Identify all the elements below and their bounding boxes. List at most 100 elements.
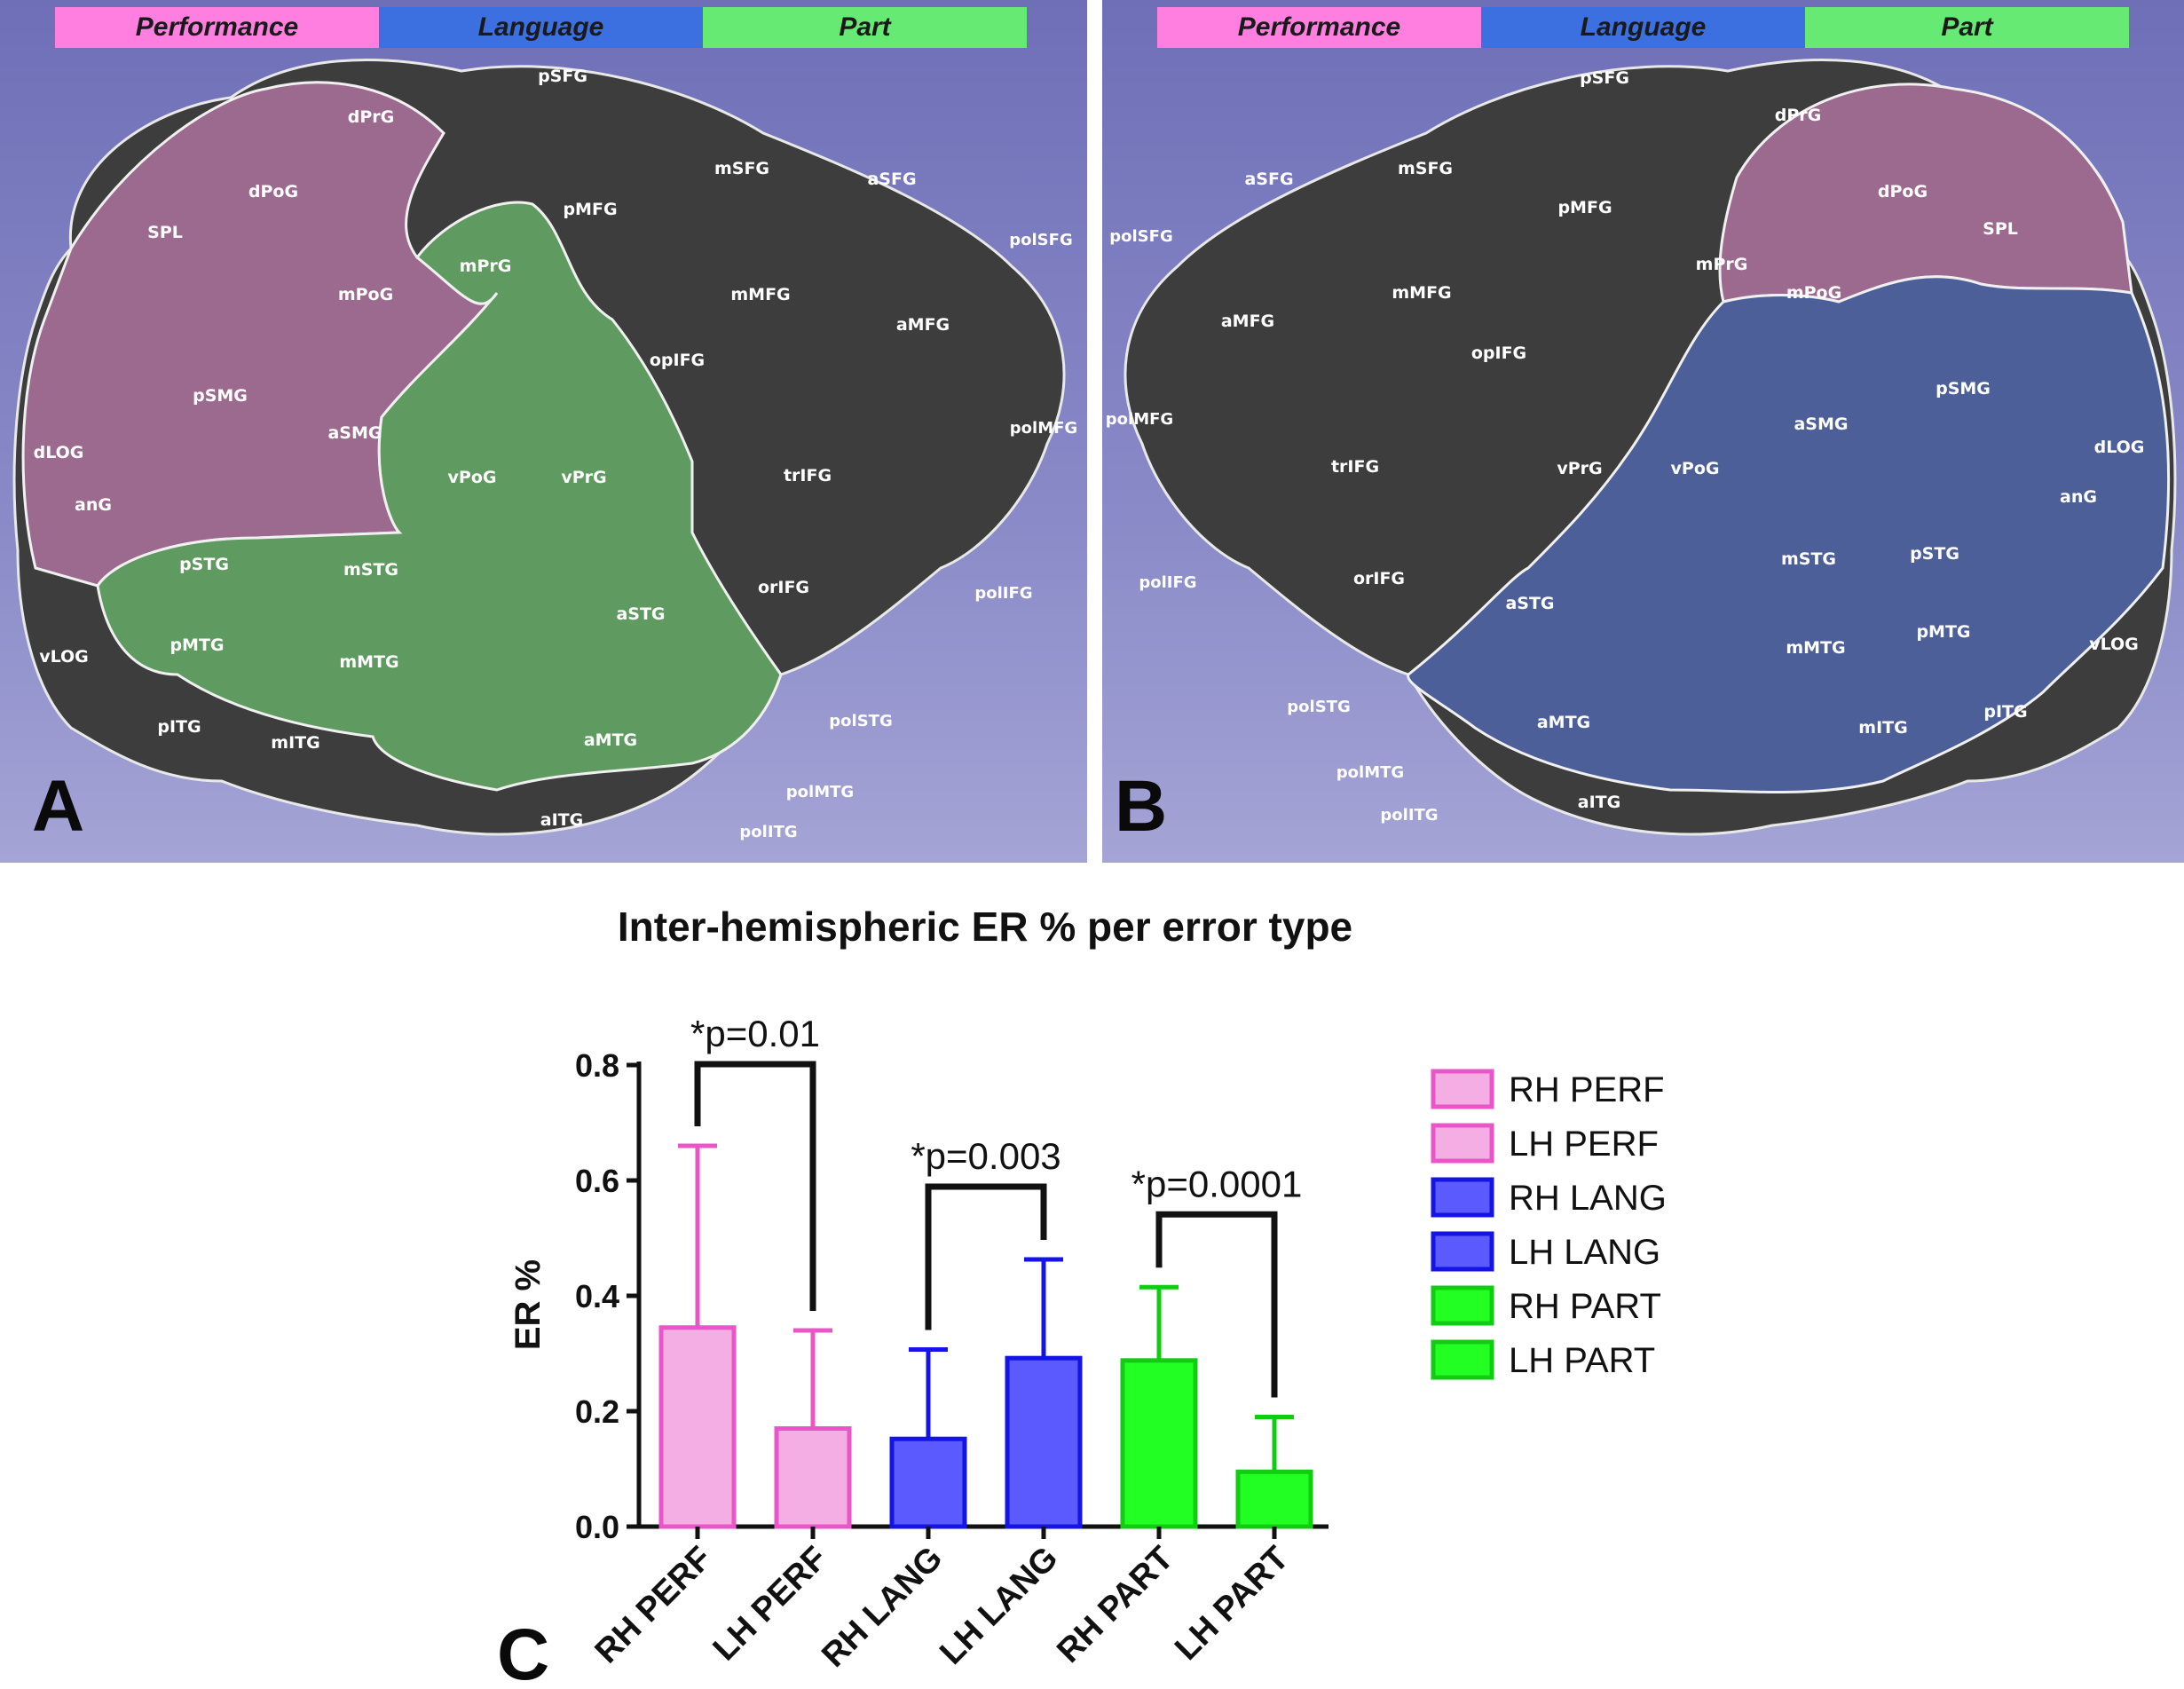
region-label-asmg: aSMG xyxy=(327,423,382,443)
significance-bracket xyxy=(694,1061,816,1311)
region-label-pstg: pSTG xyxy=(1910,544,1959,564)
region-label-vprg: vPrG xyxy=(561,468,606,487)
region-label-asfg: aSFG xyxy=(867,170,916,189)
region-label-spl: SPL xyxy=(1983,219,2018,239)
p-value-label: *p=0.003 xyxy=(911,1135,1060,1177)
region-label-pmfg: pMFG xyxy=(563,200,617,219)
x-tick-label: RH LANG xyxy=(815,1540,950,1675)
legend-label: RH LANG xyxy=(1509,1179,1667,1218)
region-label-mitg: mITG xyxy=(1858,718,1907,738)
region-label-trifg: trIFG xyxy=(1331,457,1379,477)
significance-brackets: *p=0.01*p=0.003*p=0.0001 xyxy=(690,1013,1302,1398)
outside-label-polmtg: polMTG xyxy=(1336,763,1404,782)
region-label-psfg: pSFG xyxy=(538,67,587,86)
y-tick-label: 0.0 xyxy=(575,1509,619,1545)
chart-axes: 0.0 0.2 0.4 0.6 0.8 xyxy=(575,1047,1329,1545)
bar-chart: Inter-hemispheric ER % per error type ER… xyxy=(497,904,1667,1689)
region-label-psmg: pSMG xyxy=(193,386,248,406)
y-axis-label: ER % xyxy=(509,1259,548,1350)
bar-lh-lang xyxy=(1005,1355,1083,1529)
outside-label-politg: polITG xyxy=(739,823,797,841)
outside-label-polsfg: polSFG xyxy=(1009,231,1072,249)
y-tick-label: 0.2 xyxy=(575,1393,619,1430)
region-label-pitg: pITG xyxy=(157,717,201,737)
region-label-pmtg: pMTG xyxy=(1916,622,1970,642)
region-label-amtg: aMTG xyxy=(584,730,637,750)
outside-label-polstg: polSTG xyxy=(1287,698,1350,716)
region-label-vlog: vLOG xyxy=(2089,635,2139,654)
part-region-a xyxy=(96,201,783,792)
region-label-mmtg: mMTG xyxy=(339,652,398,672)
x-tick-label: LH LANG xyxy=(933,1540,1065,1672)
region-label-dprg: dPrG xyxy=(1775,106,1822,125)
region-label-msfg: mSFG xyxy=(714,159,769,178)
category-legend-bar: Performance Language Part xyxy=(55,7,1027,48)
significance-bracket xyxy=(1155,1211,1278,1398)
y-tick-label: 0.6 xyxy=(575,1163,619,1199)
region-label-pmtg: pMTG xyxy=(170,635,224,655)
region-label-amtg: aMTG xyxy=(1537,713,1590,732)
region-label-dpog: dPoG xyxy=(1878,182,1928,201)
region-label-ang: anG xyxy=(2060,487,2097,507)
region-label-mpog: mPoG xyxy=(338,285,393,304)
region-label-opifg: opIFG xyxy=(650,351,705,370)
region-label-pitg: pITG xyxy=(1983,702,2027,722)
region-label-msfg: mSFG xyxy=(1398,159,1453,178)
region-label-psmg: pSMG xyxy=(1936,379,1991,399)
region-label-dprg: dPrG xyxy=(348,107,395,127)
category-legend-bar: Performance Language Part xyxy=(1157,7,2129,48)
bar-rh-part xyxy=(1120,1358,1198,1529)
outside-label-polsfg: polSFG xyxy=(1109,227,1172,246)
region-label-aitg: aITG xyxy=(540,810,583,830)
outside-label-polmtg: polMTG xyxy=(786,783,854,801)
outside-label-polifg: polIFG xyxy=(1139,573,1196,592)
y-tick-label: 0.8 xyxy=(575,1047,619,1084)
region-label-spl: SPL xyxy=(147,223,183,242)
outside-label-politg: polITG xyxy=(1380,806,1438,825)
legend-swatch xyxy=(1431,1069,1494,1109)
region-label-dlog: dLOG xyxy=(2094,438,2145,457)
lang-region-b xyxy=(1407,275,2171,793)
region-label-amfg: aMFG xyxy=(1221,312,1274,331)
region-label-mmfg: mMFG xyxy=(730,285,790,304)
region-label-mstg: mSTG xyxy=(343,560,398,580)
legend-label: LH LANG xyxy=(1509,1233,1660,1272)
legend-swatch xyxy=(1431,1123,1494,1164)
legend-language: Language xyxy=(379,7,703,48)
y-tick-label: 0.4 xyxy=(575,1278,619,1314)
p-value-label: *p=0.01 xyxy=(690,1013,820,1054)
region-label-ang: anG xyxy=(75,495,112,515)
region-label-psfg: pSFG xyxy=(1580,68,1629,88)
region-label-astg: aSTG xyxy=(1505,594,1554,613)
panel-c-letter: C xyxy=(497,1614,549,1685)
x-tick-label: LH PART xyxy=(1168,1540,1296,1668)
region-label-asmg: aSMG xyxy=(1794,414,1848,434)
x-tick-label: RH PERF xyxy=(588,1540,720,1671)
region-label-mprg: mPrG xyxy=(460,257,512,276)
bar-lh-part xyxy=(1235,1469,1313,1529)
region-label-vlog: vLOG xyxy=(39,647,89,667)
panel-a-letter: A xyxy=(32,766,85,847)
outside-label-polmfg: polMFG xyxy=(1106,410,1173,429)
region-label-pmfg: pMFG xyxy=(1557,198,1612,217)
bar-lh-perf xyxy=(774,1426,852,1529)
region-label-astg: aSTG xyxy=(616,604,665,624)
significance-bracket xyxy=(925,1183,1047,1330)
region-label-amfg: aMFG xyxy=(896,315,950,335)
legend-swatch xyxy=(1431,1231,1494,1272)
outside-label-polstg: polSTG xyxy=(829,712,892,730)
regions-b xyxy=(1407,83,2171,793)
legend-label: RH PERF xyxy=(1509,1070,1665,1109)
legend-part: Part xyxy=(1805,7,2129,48)
legend-label: LH PERF xyxy=(1509,1125,1659,1164)
region-label-mmtg: mMTG xyxy=(1786,638,1845,658)
legend-performance: Performance xyxy=(1157,7,1481,48)
region-label-vprg: vPrG xyxy=(1557,459,1602,478)
